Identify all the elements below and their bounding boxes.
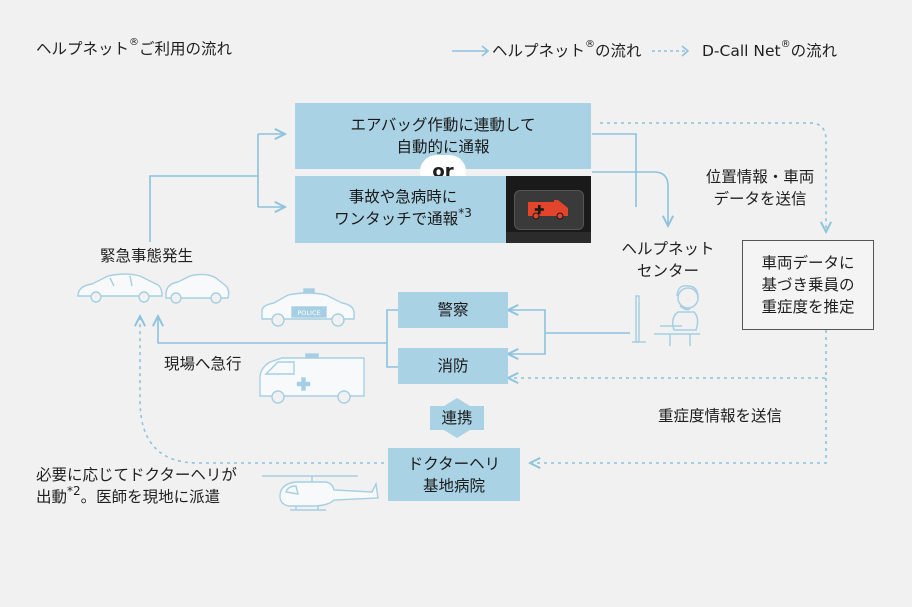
airbag-line-2: 自動的に通報 bbox=[396, 138, 490, 156]
heli-dispatch-note: 必要に応じてドクターヘリが 出動*2。医師を現地に派遣 bbox=[36, 466, 237, 506]
severity-estimate-box: 車両データに 基づき乗員の 重症度を推定 bbox=[742, 240, 874, 330]
manual-report-box: 事故や急病時に ワンタッチで通報*3 bbox=[295, 176, 591, 243]
police-car-text: POLICE bbox=[297, 309, 320, 317]
manual-line-1: 事故や急病時に bbox=[348, 188, 458, 206]
cooperation-double-arrow: 連携 bbox=[424, 398, 490, 438]
legend-solid-label: ヘルプネット®の流れ bbox=[492, 39, 642, 61]
diagram-title: ヘルプネット®ご利用の流れ bbox=[36, 37, 233, 59]
fire-dept-box: 消防 bbox=[398, 348, 508, 384]
cooperation-label: 連携 bbox=[441, 409, 473, 427]
airbag-line-1: エアバッグ作動に連動して bbox=[350, 116, 536, 134]
legend-dashed-arrow bbox=[652, 45, 690, 57]
legend-solid-arrow bbox=[452, 45, 490, 57]
send-severity-label: 重症度情報を送信 bbox=[658, 407, 783, 425]
car-crash-icon bbox=[74, 270, 232, 310]
ambulance-icon bbox=[256, 352, 368, 410]
rush-to-scene-label: 現場へ急行 bbox=[164, 355, 242, 373]
position-data-label: 位置情報・車両 データを送信 bbox=[705, 168, 815, 208]
helpnet-center-label: ヘルプネット センター bbox=[621, 240, 715, 280]
legend-dashed-label: D-Call Net®の流れ bbox=[702, 39, 838, 61]
police-car-icon: POLICE bbox=[258, 287, 358, 333]
manual-line-2: ワンタッチで通報*3 bbox=[334, 206, 472, 228]
emergency-label: 緊急事態発生 bbox=[100, 247, 194, 265]
emergency-button-panel bbox=[506, 176, 591, 243]
police-box: 警察 bbox=[398, 292, 508, 328]
ambulance-sos-icon bbox=[524, 196, 572, 220]
helicopter-icon bbox=[262, 472, 382, 518]
heli-base-hospital-box: ドクターヘリ 基地病院 bbox=[388, 448, 520, 501]
operator-icon bbox=[630, 282, 710, 356]
